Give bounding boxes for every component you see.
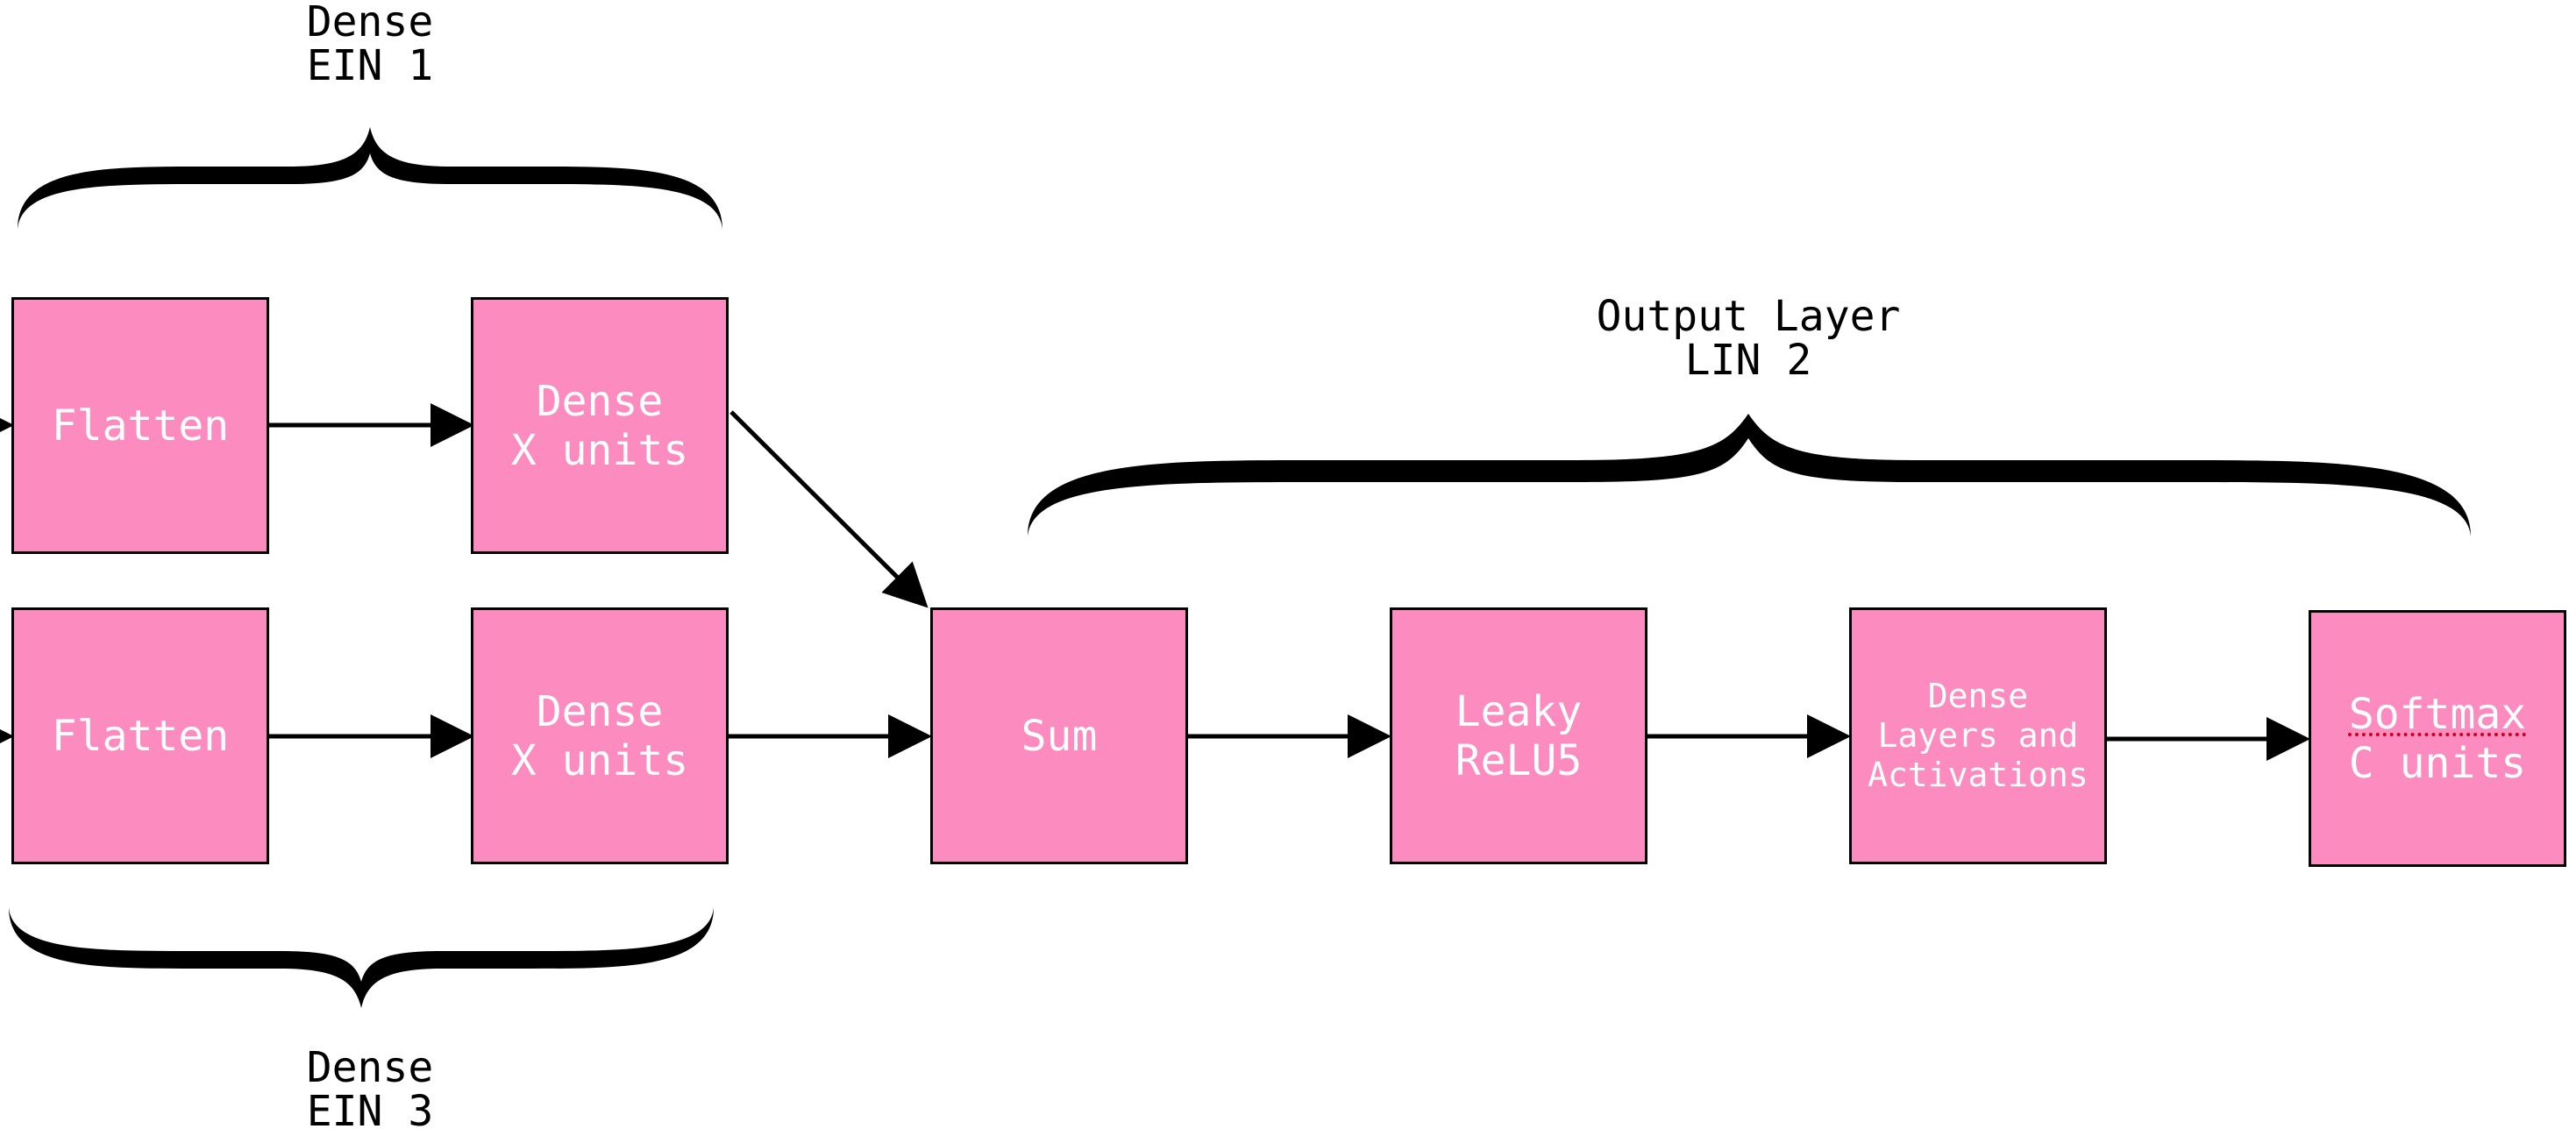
node-leaky-relu-line-2: ReLU5 (1455, 735, 1583, 785)
brace-top (18, 127, 722, 230)
brace-label-output-line-2: LIN 2 (1684, 336, 1812, 385)
node-leaky-relu: Leaky ReLU5 (1390, 607, 1647, 864)
brace-bottom (9, 907, 714, 1008)
node-dense-layers-line-3: Activations (1868, 756, 2089, 794)
node-dense-bottom: Dense X units (471, 607, 729, 864)
brace-label-top: Dense EIN 1 (282, 0, 458, 88)
node-sum: Sum (930, 607, 1188, 864)
node-flatten-bottom-label: Flatten (51, 711, 230, 761)
arrow-dense-top-to-sum (729, 410, 929, 608)
node-flatten-top-label: Flatten (51, 401, 230, 451)
node-dense-bottom-line-2: X units (510, 735, 689, 785)
brace-label-output-line-1: Output Layer (1596, 292, 1901, 341)
node-dense-top: Dense X units (471, 297, 729, 554)
brace-label-top-line-1: Dense (306, 0, 434, 46)
node-dense-layers-line-1: Dense (1927, 677, 2029, 715)
node-dense-top-line-2: X units (510, 425, 689, 475)
brace-label-output: Output Layer LIN 2 (1573, 295, 1924, 382)
node-dense-top-line-1: Dense (536, 376, 664, 426)
node-dense-layers-line-2: Layers and (1877, 716, 2079, 755)
node-dense-layers: Dense Layers and Activations (1849, 607, 2107, 864)
node-flatten-top: Flatten (11, 297, 269, 554)
node-softmax-line-1: Softmax (2348, 689, 2527, 739)
node-leaky-relu-line-1: Leaky (1455, 686, 1583, 736)
node-flatten-bottom: Flatten (11, 607, 269, 864)
brace-label-bottom-line-1: Dense (306, 1043, 434, 1092)
node-softmax-line-2: C units (2348, 738, 2527, 788)
brace-label-bottom-line-2: EIN 3 (306, 1087, 434, 1136)
node-sum-label: Sum (1021, 711, 1098, 761)
node-dense-bottom-line-1: Dense (536, 686, 664, 736)
brace-label-bottom: Dense EIN 3 (282, 1046, 458, 1133)
brace-output (1028, 414, 2471, 536)
node-softmax: Softmax C units (2309, 610, 2566, 867)
brace-label-top-line-2: EIN 1 (306, 41, 434, 90)
